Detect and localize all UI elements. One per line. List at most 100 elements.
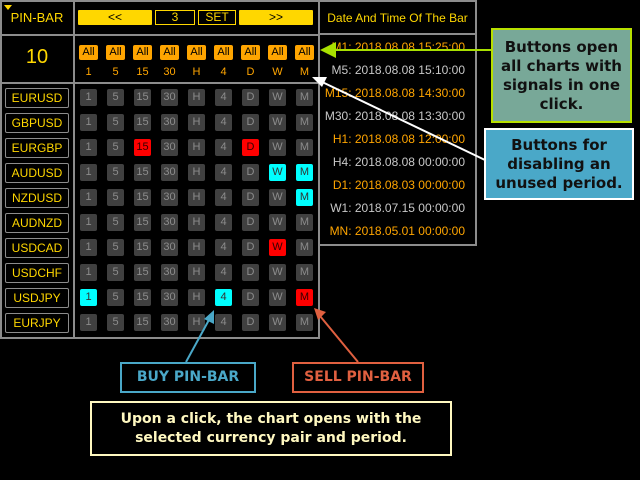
all-button-D[interactable]: All bbox=[241, 45, 260, 60]
signal-cell-EURJPY-H[interactable]: H bbox=[188, 314, 205, 331]
pair-button-AUDNZD[interactable]: AUDNZD bbox=[5, 213, 69, 233]
signal-cell-AUDUSD-5[interactable]: 5 bbox=[107, 164, 124, 181]
signal-cell-EURJPY-M[interactable]: M bbox=[296, 314, 313, 331]
signal-cell-GBPUSD-H[interactable]: H bbox=[188, 114, 205, 131]
pair-button-EURUSD[interactable]: EURUSD bbox=[5, 88, 69, 108]
signal-cell-USDCAD-15[interactable]: 15 bbox=[134, 239, 151, 256]
signal-cell-GBPUSD-W[interactable]: W bbox=[269, 114, 286, 131]
signal-cell-NZDUSD-W[interactable]: W bbox=[269, 189, 286, 206]
signal-cell-USDCHF-D[interactable]: D bbox=[242, 264, 259, 281]
signal-cell-GBPUSD-15[interactable]: 15 bbox=[134, 114, 151, 131]
signal-cell-EURJPY-W[interactable]: W bbox=[269, 314, 286, 331]
pair-button-USDCAD[interactable]: USDCAD bbox=[5, 238, 69, 258]
signal-cell-AUDNZD-M[interactable]: M bbox=[296, 214, 313, 231]
pair-button-AUDUSD[interactable]: AUDUSD bbox=[5, 163, 69, 183]
signal-cell-USDCAD-M[interactable]: M bbox=[296, 239, 313, 256]
signal-cell-GBPUSD-30[interactable]: 30 bbox=[161, 114, 178, 131]
signal-cell-EURGBP-1[interactable]: 1 bbox=[80, 139, 97, 156]
signal-cell-AUDUSD-W[interactable]: W bbox=[269, 164, 286, 181]
all-button-W[interactable]: All bbox=[268, 45, 287, 60]
signal-cell-AUDNZD-H[interactable]: H bbox=[188, 214, 205, 231]
signal-cell-USDCHF-W[interactable]: W bbox=[269, 264, 286, 281]
signal-cell-USDJPY-H[interactable]: H bbox=[188, 289, 205, 306]
signal-cell-AUDNZD-5[interactable]: 5 bbox=[107, 214, 124, 231]
signal-cell-EURGBP-5[interactable]: 5 bbox=[107, 139, 124, 156]
set-button[interactable]: SET bbox=[198, 10, 236, 25]
all-button-30[interactable]: All bbox=[160, 45, 179, 60]
signal-cell-USDJPY-4[interactable]: 4 bbox=[215, 289, 232, 306]
pair-button-USDJPY[interactable]: USDJPY bbox=[5, 288, 69, 308]
signal-cell-USDJPY-D[interactable]: D bbox=[242, 289, 259, 306]
signal-cell-EURJPY-4[interactable]: 4 bbox=[215, 314, 232, 331]
signal-cell-AUDNZD-15[interactable]: 15 bbox=[134, 214, 151, 231]
signal-cell-USDCHF-30[interactable]: 30 bbox=[161, 264, 178, 281]
signal-cell-EURGBP-30[interactable]: 30 bbox=[161, 139, 178, 156]
signal-cell-NZDUSD-30[interactable]: 30 bbox=[161, 189, 178, 206]
signal-cell-NZDUSD-M[interactable]: M bbox=[296, 189, 313, 206]
signal-cell-EURUSD-15[interactable]: 15 bbox=[134, 89, 151, 106]
signal-cell-USDCHF-1[interactable]: 1 bbox=[80, 264, 97, 281]
signal-cell-USDCHF-4[interactable]: 4 bbox=[215, 264, 232, 281]
signal-cell-GBPUSD-4[interactable]: 4 bbox=[215, 114, 232, 131]
signal-cell-AUDUSD-4[interactable]: 4 bbox=[215, 164, 232, 181]
signal-cell-EURUSD-30[interactable]: 30 bbox=[161, 89, 178, 106]
signal-cell-AUDNZD-W[interactable]: W bbox=[269, 214, 286, 231]
signal-cell-EURGBP-W[interactable]: W bbox=[269, 139, 286, 156]
signal-cell-USDJPY-5[interactable]: 5 bbox=[107, 289, 124, 306]
signal-cell-EURUSD-M[interactable]: M bbox=[296, 89, 313, 106]
signal-cell-USDCAD-5[interactable]: 5 bbox=[107, 239, 124, 256]
signal-cell-EURJPY-D[interactable]: D bbox=[242, 314, 259, 331]
all-button-5[interactable]: All bbox=[106, 45, 125, 60]
signal-cell-USDJPY-1[interactable]: 1 bbox=[80, 289, 97, 306]
signal-cell-EURJPY-1[interactable]: 1 bbox=[80, 314, 97, 331]
signal-cell-USDCAD-1[interactable]: 1 bbox=[80, 239, 97, 256]
signal-cell-AUDUSD-15[interactable]: 15 bbox=[134, 164, 151, 181]
pair-button-USDCHF[interactable]: USDCHF bbox=[5, 263, 69, 283]
signal-cell-USDCAD-4[interactable]: 4 bbox=[215, 239, 232, 256]
signal-cell-GBPUSD-D[interactable]: D bbox=[242, 114, 259, 131]
all-button-H[interactable]: All bbox=[187, 45, 206, 60]
pair-button-NZDUSD[interactable]: NZDUSD bbox=[5, 188, 69, 208]
signal-cell-AUDUSD-D[interactable]: D bbox=[242, 164, 259, 181]
signal-cell-USDJPY-M[interactable]: M bbox=[296, 289, 313, 306]
prev-page-button[interactable]: << bbox=[78, 10, 152, 25]
signal-cell-NZDUSD-1[interactable]: 1 bbox=[80, 189, 97, 206]
signal-cell-EURJPY-15[interactable]: 15 bbox=[134, 314, 151, 331]
signal-cell-NZDUSD-15[interactable]: 15 bbox=[134, 189, 151, 206]
signal-cell-EURGBP-D[interactable]: D bbox=[242, 139, 259, 156]
signal-cell-EURUSD-1[interactable]: 1 bbox=[80, 89, 97, 106]
signal-cell-EURUSD-5[interactable]: 5 bbox=[107, 89, 124, 106]
signal-cell-GBPUSD-M[interactable]: M bbox=[296, 114, 313, 131]
signal-cell-AUDNZD-4[interactable]: 4 bbox=[215, 214, 232, 231]
signal-cell-USDJPY-W[interactable]: W bbox=[269, 289, 286, 306]
signal-cell-USDCHF-15[interactable]: 15 bbox=[134, 264, 151, 281]
signal-cell-NZDUSD-4[interactable]: 4 bbox=[215, 189, 232, 206]
signal-cell-AUDNZD-30[interactable]: 30 bbox=[161, 214, 178, 231]
next-page-button[interactable]: >> bbox=[239, 10, 313, 25]
signal-cell-GBPUSD-5[interactable]: 5 bbox=[107, 114, 124, 131]
signal-cell-EURGBP-15[interactable]: 15 bbox=[134, 139, 151, 156]
signal-cell-NZDUSD-D[interactable]: D bbox=[242, 189, 259, 206]
signal-cell-EURJPY-5[interactable]: 5 bbox=[107, 314, 124, 331]
signal-cell-USDJPY-30[interactable]: 30 bbox=[161, 289, 178, 306]
signal-cell-AUDUSD-30[interactable]: 30 bbox=[161, 164, 178, 181]
signal-cell-USDCAD-W[interactable]: W bbox=[269, 239, 286, 256]
pair-button-GBPUSD[interactable]: GBPUSD bbox=[5, 113, 69, 133]
signal-cell-USDCHF-5[interactable]: 5 bbox=[107, 264, 124, 281]
signal-cell-NZDUSD-5[interactable]: 5 bbox=[107, 189, 124, 206]
signal-cell-AUDNZD-D[interactable]: D bbox=[242, 214, 259, 231]
collapse-triangle-icon[interactable] bbox=[4, 5, 12, 10]
pair-button-EURGBP[interactable]: EURGBP bbox=[5, 138, 69, 158]
all-button-15[interactable]: All bbox=[133, 45, 152, 60]
signal-cell-USDCHF-H[interactable]: H bbox=[188, 264, 205, 281]
signal-cell-EURGBP-H[interactable]: H bbox=[188, 139, 205, 156]
signal-cell-USDCAD-H[interactable]: H bbox=[188, 239, 205, 256]
signal-cell-AUDUSD-H[interactable]: H bbox=[188, 164, 205, 181]
signal-cell-USDCAD-D[interactable]: D bbox=[242, 239, 259, 256]
signal-cell-USDJPY-15[interactable]: 15 bbox=[134, 289, 151, 306]
signal-cell-EURGBP-M[interactable]: M bbox=[296, 139, 313, 156]
signal-cell-AUDUSD-M[interactable]: M bbox=[296, 164, 313, 181]
signal-cell-EURJPY-30[interactable]: 30 bbox=[161, 314, 178, 331]
signal-cell-EURGBP-4[interactable]: 4 bbox=[215, 139, 232, 156]
all-button-4[interactable]: All bbox=[214, 45, 233, 60]
